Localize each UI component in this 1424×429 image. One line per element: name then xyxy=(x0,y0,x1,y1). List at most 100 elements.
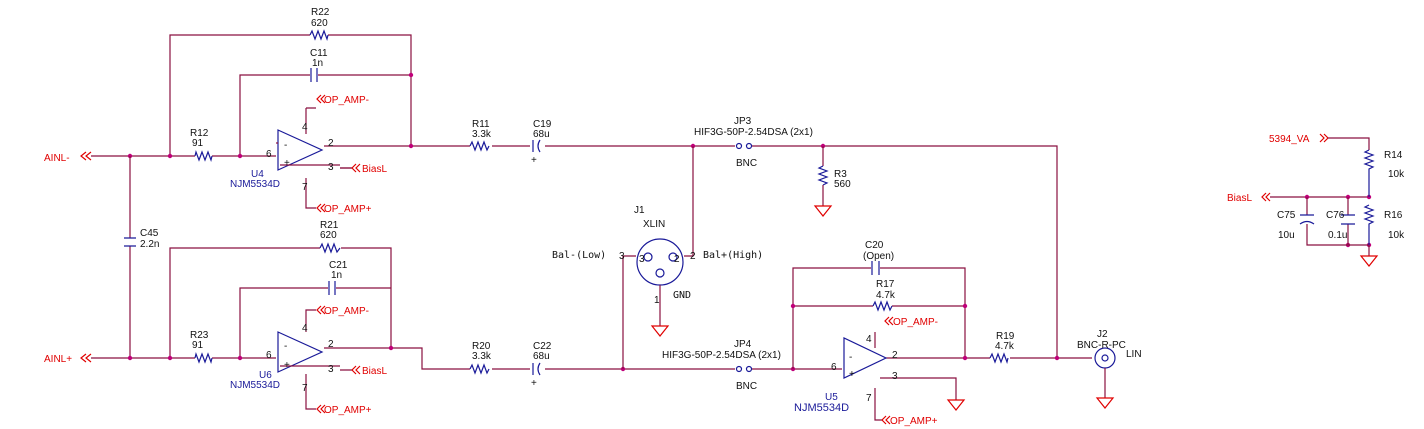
svg-text:C75: C75 xyxy=(1277,210,1296,221)
svg-text:NJM5534D: NJM5534D xyxy=(230,380,280,391)
svg-text:+: + xyxy=(284,158,290,169)
stage-u5 xyxy=(790,267,1092,369)
resistor-r14: R14 10k xyxy=(1363,149,1405,197)
svg-text:3: 3 xyxy=(619,251,625,262)
resistor-r11: R11 3.3k xyxy=(469,119,492,152)
svg-text:3: 3 xyxy=(328,364,334,375)
resistor-r12: R12 91 xyxy=(190,128,213,163)
net-label-ainl-minus: AINL- xyxy=(44,151,92,164)
svg-text:10k: 10k xyxy=(1388,169,1405,180)
capacitor-c11: C11 1n xyxy=(310,48,328,82)
svg-text:620: 620 xyxy=(320,230,337,241)
svg-text:7: 7 xyxy=(866,393,872,404)
svg-text:+: + xyxy=(531,378,537,389)
capacitor-c22: C22 68u + xyxy=(531,341,552,389)
svg-text:J2: J2 xyxy=(1097,329,1108,340)
svg-text:R21: R21 xyxy=(320,220,339,231)
svg-text:R14: R14 xyxy=(1384,150,1403,161)
svg-text:4: 4 xyxy=(866,334,872,345)
svg-text:R20: R20 xyxy=(472,341,491,352)
jumper-jp4: JP4 HIF3G-50P-2.54DSA (2x1) BNC xyxy=(662,339,842,392)
svg-text:7: 7 xyxy=(302,383,308,394)
stage-u4 xyxy=(91,34,735,159)
svg-text:10k: 10k xyxy=(1388,230,1405,241)
svg-text:JP3: JP3 xyxy=(734,116,752,127)
svg-text:3: 3 xyxy=(639,254,645,265)
resistor-r21: R21 620 xyxy=(319,220,341,254)
svg-text:Bal+(High): Bal+(High) xyxy=(703,250,763,261)
svg-text:U5: U5 xyxy=(825,392,838,403)
resistor-r20: R20 3.3k xyxy=(469,341,492,375)
svg-text:R23: R23 xyxy=(190,330,209,341)
svg-text:AINL+: AINL+ xyxy=(44,354,72,365)
svg-text:C45: C45 xyxy=(140,228,159,239)
svg-text:R3: R3 xyxy=(834,169,847,180)
svg-text:3.3k: 3.3k xyxy=(472,351,492,362)
svg-text:R19: R19 xyxy=(996,331,1015,342)
net-label-op-amp-minus-u6: OP_AMP- xyxy=(316,305,369,317)
svg-text:BiasL: BiasL xyxy=(1227,193,1252,204)
svg-text:BiasL: BiasL xyxy=(362,366,387,377)
svg-text:R17: R17 xyxy=(876,279,895,290)
net-label-op-amp-plus-u6: OP_AMP+ xyxy=(316,404,372,416)
svg-text:LIN: LIN xyxy=(1126,349,1142,360)
svg-text:OP_AMP+: OP_AMP+ xyxy=(890,416,938,427)
svg-text:J1: J1 xyxy=(634,205,645,216)
svg-text:C76: C76 xyxy=(1326,210,1345,221)
svg-text:U4: U4 xyxy=(251,169,264,180)
svg-text:-: - xyxy=(284,341,287,352)
svg-text:2.2n: 2.2n xyxy=(140,239,159,250)
resistor-r3: R3 560 xyxy=(813,146,851,217)
svg-text:GND: GND xyxy=(673,290,691,301)
svg-text:6: 6 xyxy=(266,350,272,361)
capacitor-c76: C76 0.1u xyxy=(1326,210,1355,241)
svg-text:OP_AMP-: OP_AMP- xyxy=(324,306,369,317)
net-label-biasl-u6: BiasL xyxy=(351,365,387,377)
svg-text:BNC: BNC xyxy=(736,381,757,392)
stage-u6 xyxy=(91,247,735,372)
svg-text:+: + xyxy=(284,360,290,371)
resistor-r19: R19 4.7k xyxy=(989,331,1015,365)
svg-text:-: - xyxy=(284,140,287,151)
svg-text:AINL-: AINL- xyxy=(44,153,70,164)
svg-text:4: 4 xyxy=(302,122,308,133)
svg-text:3.3k: 3.3k xyxy=(472,129,492,140)
svg-text:R12: R12 xyxy=(190,128,209,139)
resistor-r23: R23 91 xyxy=(190,330,213,365)
net-label-biasl-u4: BiasL xyxy=(340,163,387,175)
svg-text:7: 7 xyxy=(302,182,308,193)
net-label-op-amp-minus-u5: OP_AMP- xyxy=(884,316,938,328)
capacitor-c75: C75 10u xyxy=(1277,210,1315,241)
svg-text:91: 91 xyxy=(192,340,204,351)
opamp-u5: 6 2 3 4 7 - + U5 NJM5534D xyxy=(794,332,966,421)
svg-text:HIF3G-50P-2.54DSA (2x1): HIF3G-50P-2.54DSA (2x1) xyxy=(694,127,813,138)
resistor-r16: R16 10k xyxy=(1363,204,1405,245)
svg-text:3: 3 xyxy=(892,371,898,382)
svg-text:2: 2 xyxy=(690,251,696,262)
svg-text:C22: C22 xyxy=(533,341,552,352)
capacitor-c20: C20 (Open) xyxy=(863,240,894,275)
opamp-u6: 6 2 3 4 7 - + U6 NJM5534D xyxy=(230,309,352,410)
svg-text:620: 620 xyxy=(311,18,328,29)
svg-text:BiasL: BiasL xyxy=(362,164,387,175)
svg-text:Bal-(Low): Bal-(Low) xyxy=(552,250,606,261)
svg-text:U6: U6 xyxy=(259,370,272,381)
net-label-ainl-plus: AINL+ xyxy=(44,353,92,365)
capacitor-c45: C45 2.2n xyxy=(124,156,159,358)
svg-text:C19: C19 xyxy=(533,119,552,130)
svg-text:OP_AMP-: OP_AMP- xyxy=(324,95,369,106)
svg-text:BNC-R-PC: BNC-R-PC xyxy=(1077,340,1126,351)
svg-text:1n: 1n xyxy=(331,270,342,281)
svg-text:NJM5534D: NJM5534D xyxy=(230,179,280,190)
svg-text:R11: R11 xyxy=(472,119,490,130)
jumper-jp3: JP3 HIF3G-50P-2.54DSA (2x1) BNC xyxy=(690,116,1058,358)
svg-text:2: 2 xyxy=(328,138,334,149)
capacitor-c19: C19 68u + xyxy=(531,119,552,166)
svg-text:6: 6 xyxy=(831,362,837,373)
svg-text:5394_VA: 5394_VA xyxy=(1269,134,1310,145)
svg-text:(Open): (Open) xyxy=(863,251,894,262)
bias-network: 5394_VA BiasL xyxy=(1227,133,1379,267)
svg-text:C11: C11 xyxy=(310,48,328,59)
svg-text:2: 2 xyxy=(674,254,680,265)
